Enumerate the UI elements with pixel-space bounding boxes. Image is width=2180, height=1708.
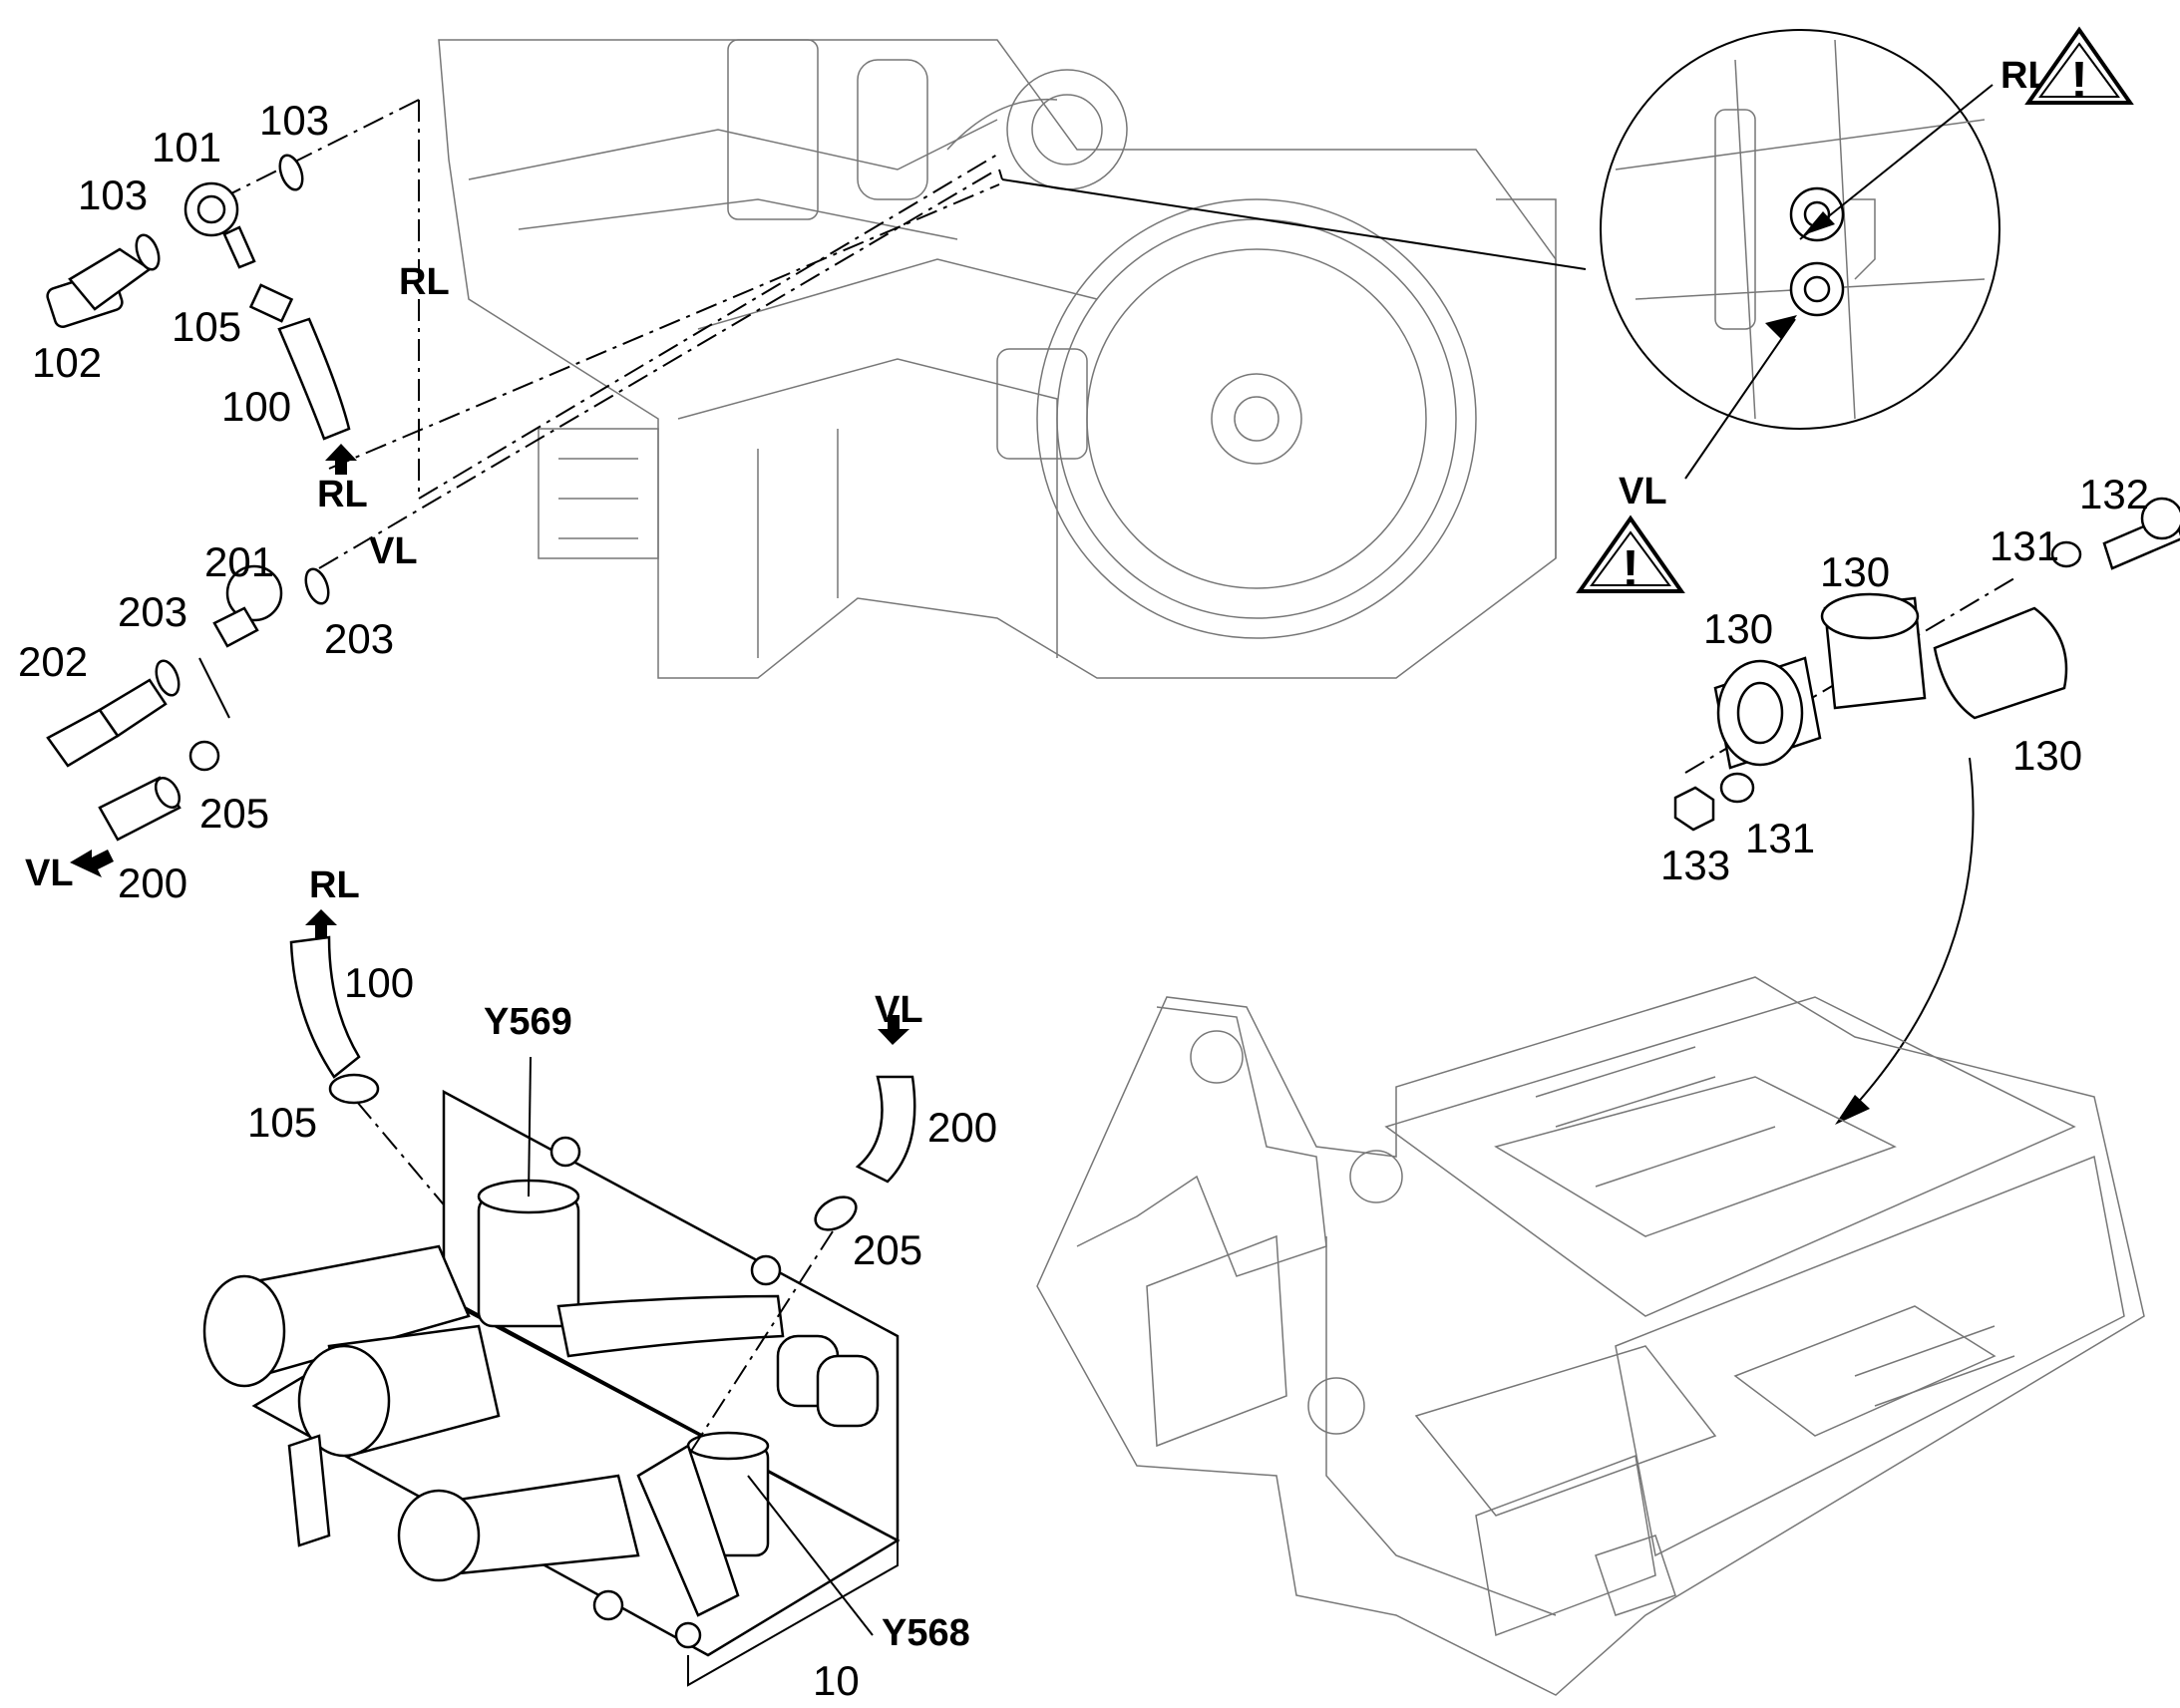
y569-callout: Y569 [484,1001,572,1043]
rl-top-callout: RL [317,474,368,515]
label-203: 203 [324,615,394,662]
svg-text:!: ! [2070,52,2087,110]
vl-line-callout: VL [369,530,418,572]
detail-magnifier [998,29,2000,480]
label-130: 130 [1703,605,1773,652]
y568-callout: Y568 [882,1612,970,1654]
vl-left-callout: VL [25,853,74,894]
label-105: 105 [247,1099,317,1146]
label-131: 131 [1745,815,1815,861]
label-100: 100 [344,959,414,1006]
vl-detail-callout: VL [1619,471,1667,512]
valve-block-assembly [202,909,916,1687]
label-101: 101 [152,124,221,171]
label-133: 133 [1660,842,1730,888]
label-205: 205 [199,790,269,837]
label-102: 102 [32,339,102,386]
label-131: 131 [1990,522,2059,569]
vl-hose-callout: VL [875,989,923,1031]
label-205: 205 [853,1226,922,1273]
rl-line-callout: RL [399,261,450,303]
label-130: 130 [1820,548,1890,595]
label-130: 130 [2012,732,2082,779]
label-201: 201 [204,538,274,585]
label-202: 202 [18,638,88,685]
rl-hose-callout: RL [309,864,360,906]
label-200: 200 [118,859,187,906]
svg-text:!: ! [1622,540,1638,598]
warning-icon: ! [1576,514,1685,598]
label-100: 100 [221,383,291,430]
vl-fitting-assembly [46,564,330,877]
label-132: 132 [2079,471,2149,517]
label-103: 103 [259,97,329,144]
rl-fitting-assembly [46,99,1000,569]
warning-icon: ! [2024,26,2134,110]
clamp-set [1673,497,2180,1125]
label-203: 203 [118,588,187,635]
label-105: 105 [172,303,241,350]
label-10: 10 [813,1657,860,1704]
label-200: 200 [927,1104,997,1151]
engine-illustration [438,39,1557,679]
label-103: 103 [78,171,148,218]
machine-frame-illustration [1036,976,2145,1696]
